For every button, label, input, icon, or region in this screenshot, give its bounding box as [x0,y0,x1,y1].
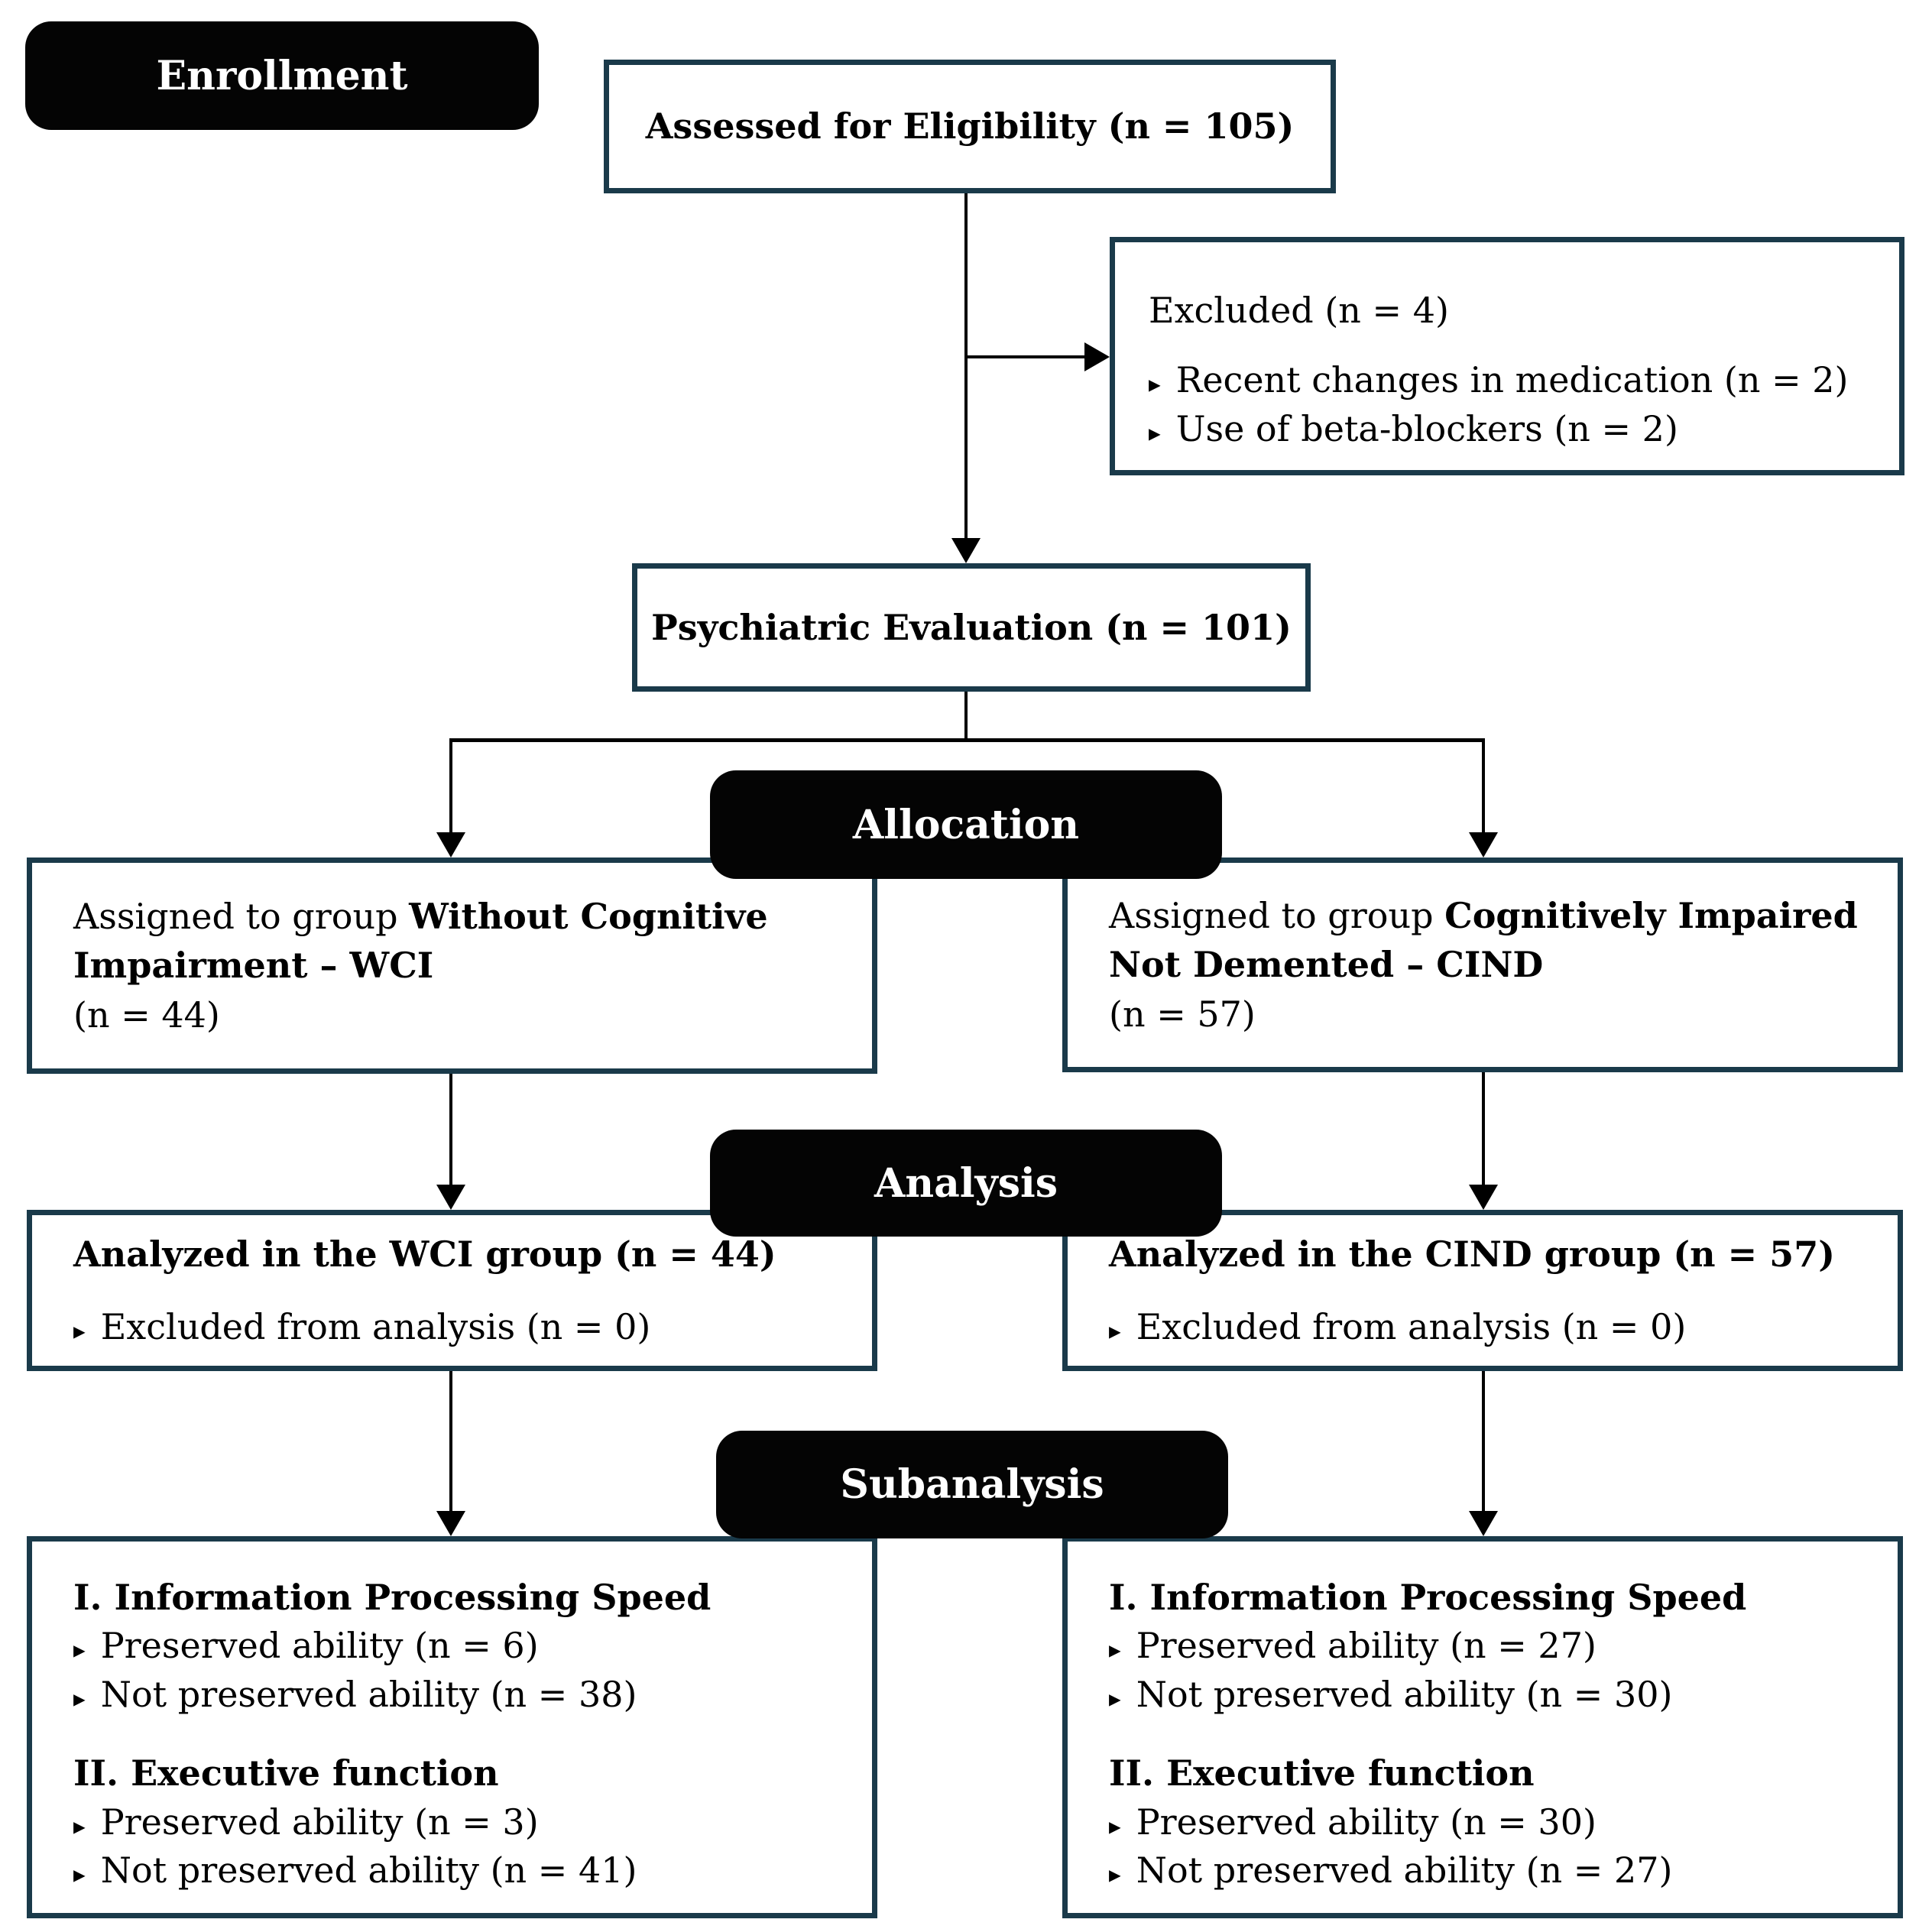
list-item: ▸ Preserved ability (n = 27) [1109,1622,1875,1670]
allocation-group-name: Cognitively Impaired Not Demented – CIND [1109,894,1858,986]
subanalysis-result: Not preserved ability (n = 38) [100,1673,637,1715]
excluded-reason: Recent changes in medication (n = 2) [1175,358,1849,400]
connector-right-to-subanalysis [1482,1371,1485,1515]
subanalysis-cind-box: I. Information Processing Speed ▸ Preser… [1062,1536,1903,1918]
allocation-cind-box: Assigned to group Cognitively Impaired N… [1062,858,1903,1072]
list-item: ▸ Not preserved ability (n = 27) [1109,1846,1875,1895]
list-item: ▸ Not preserved ability (n = 41) [73,1846,849,1895]
connector-right-to-allocation [1482,738,1485,836]
excluded-box: Excluded (n = 4) ▸ Recent changes in med… [1110,237,1904,475]
triangle-bullet-icon: ▸ [1109,1317,1121,1345]
connector-left-to-allocation [449,738,452,836]
analysis-phase-label: Analysis [874,1159,1058,1207]
list-item: ▸ Preserved ability (n = 3) [73,1798,849,1846]
list-item: ▸ Not preserved ability (n = 38) [73,1671,849,1719]
excluded-bullet-list: ▸ Recent changes in medication (n = 2) ▸… [1149,355,1876,454]
triangle-bullet-icon: ▸ [73,1812,86,1840]
list-item: ▸ Not preserved ability (n = 30) [1109,1671,1875,1719]
triangle-bullet-icon: ▸ [73,1317,86,1345]
psychiatric-evaluation-box: Psychiatric Evaluation (n = 101) [632,563,1311,692]
connector-left-to-subanalysis [449,1371,452,1515]
allocation-phase-label: Allocation [852,801,1080,848]
analysis-excluded-text: Excluded from analysis (n = 0) [100,1305,651,1347]
subanalysis-section-title: I. Information Processing Speed [73,1577,712,1618]
triangle-bullet-icon: ▸ [1109,1684,1121,1713]
assessed-eligibility-box: Assessed for Eligibility (n = 105) [604,60,1336,193]
list-item: ▸ Use of beta-blockers (n = 2) [1149,404,1876,453]
connector-to-excluded [966,355,1087,358]
allocation-prefix: Assigned to group [73,895,410,937]
triangle-bullet-icon: ▸ [1109,1636,1121,1665]
arrowhead-down-icon [1469,1185,1498,1210]
allocation-wci-box: Assigned to group Without Cognitive Impa… [27,858,877,1074]
subanalysis-result: Preserved ability (n = 30) [1136,1801,1596,1843]
subanalysis-result: Not preserved ability (n = 27) [1136,1850,1673,1892]
subanalysis-phase-badge: Subanalysis [716,1431,1228,1538]
connector-psychiatric-stub [964,692,968,742]
subanalysis-result: Not preserved ability (n = 30) [1136,1673,1673,1715]
connector-right-to-analysis [1482,1072,1485,1188]
list-item: ▸ Excluded from analysis (n = 0) [73,1302,849,1351]
list-item: ▸ Excluded from analysis (n = 0) [1109,1302,1875,1351]
assessed-eligibility-text: Assessed for Eligibility (n = 105) [645,105,1295,148]
arrowhead-right-icon [1084,342,1110,371]
triangle-bullet-icon: ▸ [73,1636,86,1665]
analysis-excluded-text: Excluded from analysis (n = 0) [1136,1305,1687,1347]
subanalysis-section-title: II. Executive function [1109,1752,1535,1794]
list-item: ▸ Preserved ability (n = 30) [1109,1798,1875,1846]
triangle-bullet-icon: ▸ [1149,420,1161,448]
subanalysis-phase-label: Subanalysis [840,1461,1104,1508]
allocation-group-name: Without Cognitive Impairment – WCI [73,895,768,987]
triangle-bullet-icon: ▸ [1149,370,1161,398]
allocation-prefix: Assigned to group [1109,894,1445,936]
connector-left-to-analysis [449,1074,452,1188]
arrowhead-down-icon [436,832,465,858]
connector-assessed-to-psychiatric [964,193,968,543]
allocation-n: (n = 44) [73,994,220,1036]
analysis-wci-title: Analyzed in the WCI group (n = 44) [73,1234,776,1276]
subanalysis-result: Preserved ability (n = 6) [100,1625,539,1667]
triangle-bullet-icon: ▸ [73,1861,86,1889]
arrowhead-down-icon [436,1185,465,1210]
analysis-cind-box: Analyzed in the CIND group (n = 57) ▸ Ex… [1062,1210,1903,1371]
subanalysis-result: Not preserved ability (n = 41) [100,1850,637,1892]
arrowhead-down-icon [1469,832,1498,858]
allocation-cind-text: Assigned to group Cognitively Impaired N… [1109,891,1875,1039]
arrowhead-down-icon [436,1511,465,1536]
arrowhead-down-icon [951,538,981,563]
excluded-title: Excluded (n = 4) [1149,290,1449,332]
subanalysis-section-title: I. Information Processing Speed [1109,1577,1747,1618]
subanalysis-wci-box: I. Information Processing Speed ▸ Preser… [27,1536,877,1918]
arrowhead-down-icon [1469,1511,1498,1536]
subanalysis-section-title: II. Executive function [73,1752,499,1794]
enrollment-phase-label: Enrollment [156,52,408,99]
list-item: ▸ Preserved ability (n = 6) [73,1622,849,1670]
psychiatric-evaluation-text: Psychiatric Evaluation (n = 101) [651,606,1292,648]
analysis-cind-title: Analyzed in the CIND group (n = 57) [1109,1234,1835,1276]
triangle-bullet-icon: ▸ [1109,1812,1121,1840]
allocation-phase-badge: Allocation [710,770,1222,879]
subanalysis-result: Preserved ability (n = 27) [1136,1625,1596,1667]
subanalysis-result: Preserved ability (n = 3) [100,1801,539,1843]
triangle-bullet-icon: ▸ [1109,1861,1121,1889]
analysis-wci-box: Analyzed in the WCI group (n = 44) ▸ Exc… [27,1210,877,1371]
list-item: ▸ Recent changes in medication (n = 2) [1149,355,1876,404]
allocation-n: (n = 57) [1109,993,1256,1035]
enrollment-phase-badge: Enrollment [25,21,539,130]
triangle-bullet-icon: ▸ [73,1684,86,1713]
analysis-phase-badge: Analysis [710,1130,1222,1237]
connector-split-horizontal [449,738,1485,742]
excluded-reason: Use of beta-blockers (n = 2) [1175,408,1678,450]
allocation-wci-text: Assigned to group Without Cognitive Impa… [73,892,849,1039]
